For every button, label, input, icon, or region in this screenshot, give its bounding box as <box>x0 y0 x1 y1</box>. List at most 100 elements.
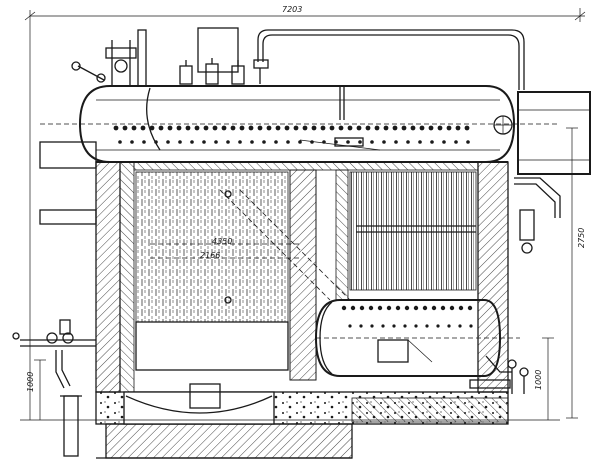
tube-hole <box>284 125 290 131</box>
tube-hole <box>368 305 374 311</box>
tube-hole <box>275 125 281 131</box>
steam-drum <box>40 85 560 163</box>
tube-hole <box>392 125 398 131</box>
drum-fittings <box>71 27 381 151</box>
tube-hole <box>447 324 451 328</box>
tube-hole <box>428 125 434 131</box>
furnace-walls <box>95 161 509 393</box>
tube-hole <box>130 140 134 144</box>
tube-hole <box>221 125 227 131</box>
tube-hole <box>394 140 398 144</box>
tube-hole <box>113 125 119 131</box>
tube-hole <box>158 125 164 131</box>
tube-hole <box>274 140 278 144</box>
inner-dimension-b: 2166 <box>200 251 220 260</box>
tube-hole <box>413 305 419 311</box>
furnace-tubes: 4350 2166 <box>135 171 477 371</box>
tube-hole <box>293 125 299 131</box>
tube-hole <box>142 140 146 144</box>
mud-drum <box>314 299 520 377</box>
tube-hole <box>257 125 263 131</box>
tube-hole <box>382 140 386 144</box>
right-drain-valves <box>469 355 529 394</box>
foundation <box>20 383 560 459</box>
tube-hole <box>466 140 470 144</box>
tube-hole <box>430 140 434 144</box>
tube-hole <box>377 305 383 311</box>
tube-hole <box>347 125 353 131</box>
inner-dimension-a: 4350 <box>212 237 232 246</box>
tube-hole <box>431 305 437 311</box>
left-stub <box>39 141 97 225</box>
tube-hole <box>381 324 385 328</box>
right-floor-label: 1000 <box>534 370 543 390</box>
tube-hole <box>226 140 230 144</box>
tube-hole <box>410 125 416 131</box>
tube-hole <box>118 140 122 144</box>
tube-hole <box>467 305 473 311</box>
tube-hole <box>422 305 428 311</box>
tube-hole <box>266 125 272 131</box>
left-floor-label: 1000 <box>26 372 35 392</box>
tube-hole <box>455 125 461 131</box>
tube-hole <box>185 125 191 131</box>
tube-hole <box>350 305 356 311</box>
tube-hole <box>230 125 236 131</box>
tube-hole <box>190 140 194 144</box>
tube-hole <box>338 125 344 131</box>
tube-hole <box>392 324 396 328</box>
tube-hole <box>464 125 470 131</box>
tube-hole <box>458 305 464 311</box>
tube-hole <box>131 125 137 131</box>
right-floor-dimension: 1000 <box>534 337 554 420</box>
tube-hole <box>311 125 317 131</box>
tube-hole <box>436 324 440 328</box>
tube-hole <box>440 305 446 311</box>
tube-hole <box>404 305 410 311</box>
tube-hole <box>214 140 218 144</box>
tube-hole <box>356 125 362 131</box>
overall-width-dimension: 7203 <box>24 5 586 420</box>
tube-hole <box>178 140 182 144</box>
tube-hole <box>386 305 392 311</box>
tube-hole <box>414 324 418 328</box>
tube-hole <box>298 140 302 144</box>
tube-hole <box>320 125 326 131</box>
tube-hole <box>302 125 308 131</box>
tube-hole <box>374 125 380 131</box>
tube-hole <box>365 125 371 131</box>
mud-drum-tube-row <box>341 305 473 328</box>
tube-hole <box>383 125 389 131</box>
superheater-box <box>514 91 591 254</box>
tube-hole <box>449 305 455 311</box>
drum-tube-row <box>113 125 470 144</box>
tube-hole <box>348 324 352 328</box>
tube-hole <box>166 140 170 144</box>
tube-hole <box>406 140 410 144</box>
tube-hole <box>149 125 155 131</box>
tube-hole <box>176 125 182 131</box>
tube-hole <box>442 140 446 144</box>
tube-hole <box>469 324 473 328</box>
tube-hole <box>194 125 200 131</box>
tube-hole <box>358 140 362 144</box>
tube-hole <box>250 140 254 144</box>
tube-hole <box>418 140 422 144</box>
tube-hole <box>403 324 407 328</box>
tube-hole <box>248 125 254 131</box>
right-height-dimension: 2750 <box>566 127 586 419</box>
tube-hole <box>212 125 218 131</box>
tube-hole <box>370 140 374 144</box>
tube-hole <box>203 125 209 131</box>
tube-hole <box>262 140 266 144</box>
tube-hole <box>425 324 429 328</box>
tube-hole <box>239 125 245 131</box>
tube-hole <box>458 324 462 328</box>
left-floor-dimension: 1000 <box>26 359 46 420</box>
tube-hole <box>437 125 443 131</box>
tube-hole <box>370 324 374 328</box>
left-feed-valves <box>12 319 96 457</box>
overall-width-label: 7203 <box>282 5 302 14</box>
tube-hole <box>202 140 206 144</box>
